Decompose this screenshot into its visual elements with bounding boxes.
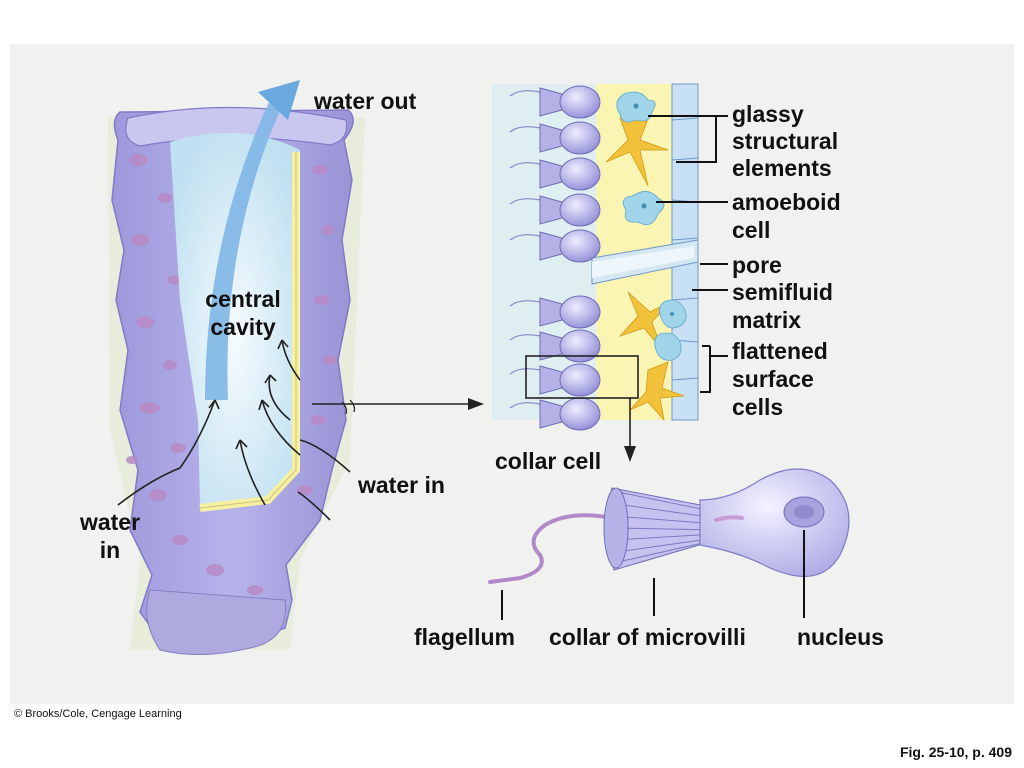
enlarged-section [492, 83, 699, 462]
label-amoeboid-line1: amoeboid [732, 189, 841, 215]
label-glassy-line3: elements [732, 155, 832, 181]
label-glassy-line1: glassy [732, 101, 804, 127]
label-nucleus: nucleus [797, 624, 884, 650]
figure-reference: Fig. 25-10, p. 409 [899, 744, 1012, 760]
label-water-in-left-line2: in [99, 537, 121, 563]
label-glassy-line2: structural [732, 128, 839, 154]
label-semifluid-line1: semifluid [732, 279, 833, 305]
label-amoeboid-line2: cell [732, 217, 771, 243]
callout-lines [648, 115, 728, 393]
label-flattened-line3: cells [732, 394, 784, 420]
enlarge-pointer [312, 398, 484, 415]
label-collar-cell: collar cell [495, 448, 602, 474]
collar-cell-enlarged [488, 468, 850, 584]
water-flow-arrows [117, 339, 351, 521]
label-collar-of-microvilli: collar of microvilli [549, 624, 746, 650]
label-flagellum: flagellum [414, 624, 515, 650]
collar-cells [509, 85, 601, 431]
sponge-body [108, 106, 365, 655]
collar-cell-callouts [501, 530, 805, 620]
label-water-out: water out [314, 88, 417, 114]
label-central-cavity-line1: central [205, 286, 281, 312]
label-flattened-line2: surface [732, 366, 814, 392]
label-water-in-left-line1: water [79, 509, 141, 535]
label-pore: pore [732, 252, 782, 278]
label-water-in-right: water in [358, 472, 445, 498]
copyright-notice: © Brooks/Cole, Cengage Learning [14, 708, 182, 720]
label-flattened-line1: flattened [732, 338, 828, 364]
label-central-cavity-line2: cavity [210, 314, 276, 340]
label-semifluid-line2: matrix [732, 307, 802, 333]
water-out-arrow [205, 80, 300, 400]
